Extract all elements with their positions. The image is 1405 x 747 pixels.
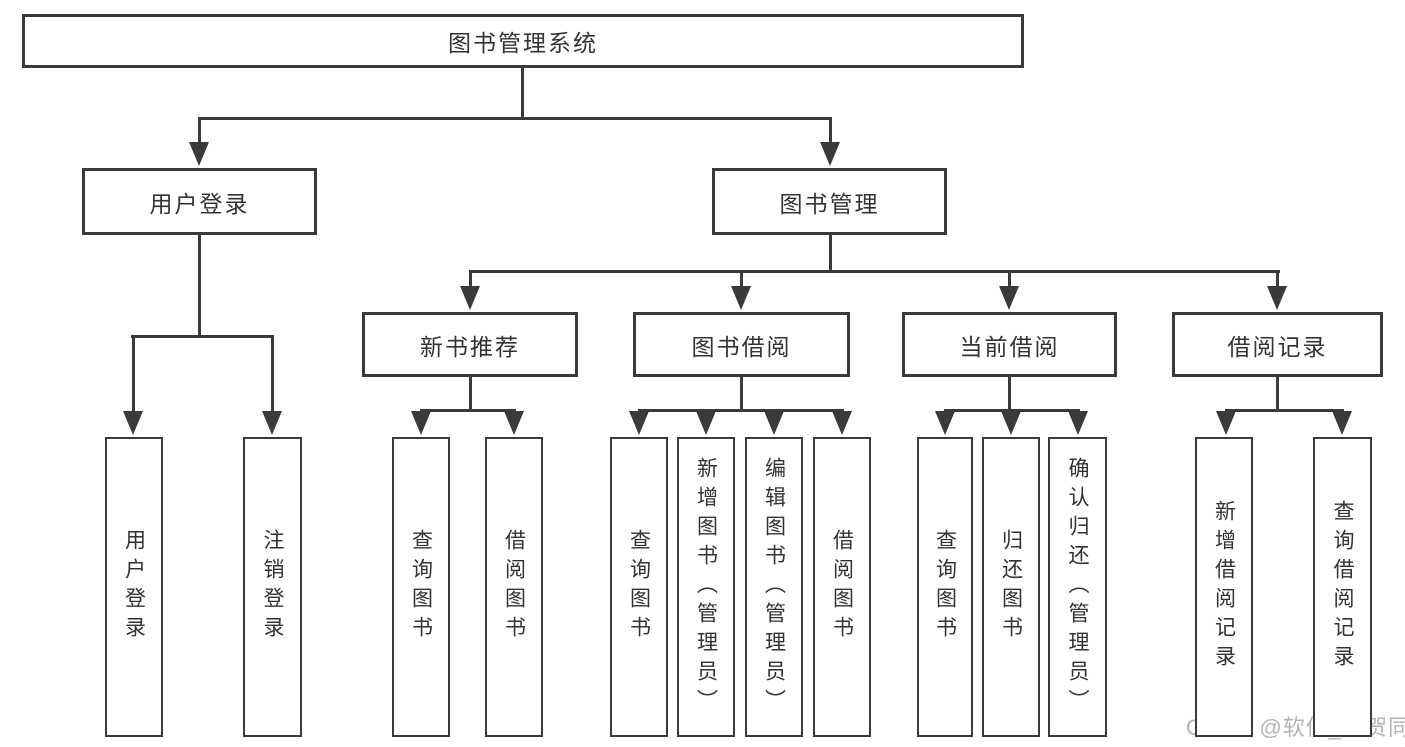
node-root: 图书管理系统 <box>22 14 1024 68</box>
connector-arrow-line <box>739 271 743 292</box>
connector-line <box>198 117 832 120</box>
node-leaf-query-borrow-record: 查询借阅记录 <box>1313 437 1372 737</box>
arrowhead-icon <box>1267 286 1287 310</box>
node-label-new-book-rec: 新书推荐 <box>420 333 520 360</box>
connector-arrow-line <box>828 118 832 148</box>
node-label-leaf-user-login: 用户登录 <box>122 529 146 645</box>
connector-line <box>420 409 516 412</box>
node-label-leaf-return-books: 归还图书 <box>999 529 1023 645</box>
connector-line <box>131 335 274 338</box>
node-borrow-records: 借阅记录 <box>1172 312 1383 377</box>
node-label-book-mgmt-group: 图书管理 <box>779 190 880 217</box>
arrowhead-icon <box>262 411 282 435</box>
node-leaf-borrow-books-2: 借阅图书 <box>813 437 871 737</box>
node-leaf-logout: 注销登录 <box>243 437 302 737</box>
node-label-leaf-borrow-books-1: 借阅图书 <box>502 529 526 645</box>
node-label-book-borrow: 图书借阅 <box>691 333 792 360</box>
node-book-mgmt-group: 图书管理 <box>712 168 947 235</box>
node-leaf-return-books: 归还图书 <box>982 437 1040 737</box>
node-label-root: 图书管理系统 <box>448 30 598 56</box>
arrowhead-icon <box>731 286 751 310</box>
connector-arrow-line <box>270 336 274 417</box>
node-label-leaf-edit-books: 编辑图书（管理员） <box>762 456 786 718</box>
node-leaf-query-books-2: 查询图书 <box>610 437 668 737</box>
connector-line <box>1225 409 1344 412</box>
node-label-leaf-query-books-3: 查询图书 <box>933 529 957 645</box>
node-leaf-confirm-return: 确认归还（管理员） <box>1048 437 1107 737</box>
arrowhead-icon <box>999 286 1019 310</box>
arrowhead-icon <box>460 286 480 310</box>
arrowhead-icon <box>764 411 784 435</box>
node-label-borrow-records: 借阅记录 <box>1227 333 1328 360</box>
connector-line <box>1276 377 1279 411</box>
connector-arrow-line <box>131 336 135 417</box>
node-leaf-add-borrow-record: 新增借阅记录 <box>1195 437 1253 737</box>
node-new-book-rec: 新书推荐 <box>362 312 578 377</box>
arrowhead-icon <box>411 411 431 435</box>
arrowhead-icon <box>504 411 524 435</box>
connector-line <box>740 377 743 411</box>
arrowhead-icon <box>1001 411 1021 435</box>
connector-line <box>198 235 201 337</box>
node-leaf-add-books: 新增图书（管理员） <box>677 437 735 737</box>
node-book-borrow: 图书借阅 <box>633 312 850 377</box>
arrowhead-icon <box>935 411 955 435</box>
arrowhead-icon <box>1068 411 1088 435</box>
arrowhead-icon <box>629 411 649 435</box>
arrowhead-icon <box>696 411 716 435</box>
node-label-current-borrow: 当前借阅 <box>959 333 1060 360</box>
connector-line <box>469 377 472 412</box>
arrowhead-icon <box>1216 411 1236 435</box>
node-label-leaf-logout: 注销登录 <box>261 529 284 645</box>
arrowhead-icon <box>189 142 209 166</box>
arrowhead-icon <box>832 411 852 435</box>
node-leaf-query-books-1: 查询图书 <box>392 437 450 737</box>
connector-arrow-line <box>468 271 472 292</box>
node-leaf-query-books-3: 查询图书 <box>917 437 973 737</box>
connector-arrow-line <box>1007 271 1011 292</box>
node-label-leaf-confirm-return: 确认归还（管理员） <box>1066 456 1089 718</box>
arrowhead-icon <box>123 411 143 435</box>
node-label-leaf-query-books-2: 查询图书 <box>627 529 651 645</box>
connector-line <box>638 409 844 412</box>
connector-arrow-line <box>1275 271 1279 292</box>
node-label-user-login-group: 用户登录 <box>149 190 250 217</box>
node-leaf-edit-books: 编辑图书（管理员） <box>745 437 803 737</box>
connector-arrow-line <box>197 118 201 148</box>
connector-line <box>1008 377 1011 411</box>
node-user-login-group: 用户登录 <box>82 168 317 235</box>
node-leaf-borrow-books-1: 借阅图书 <box>485 437 543 737</box>
node-label-leaf-borrow-books-2: 借阅图书 <box>830 529 854 645</box>
connector-line <box>469 270 1280 273</box>
node-leaf-user-login: 用户登录 <box>105 437 163 737</box>
node-label-leaf-add-borrow-record: 新增借阅记录 <box>1212 500 1236 674</box>
node-label-leaf-query-borrow-record: 查询借阅记录 <box>1331 500 1354 674</box>
node-label-leaf-add-books: 新增图书（管理员） <box>694 456 718 718</box>
node-current-borrow: 当前借阅 <box>902 312 1117 377</box>
arrowhead-icon <box>820 142 840 166</box>
node-label-leaf-query-books-1: 查询图书 <box>409 529 433 645</box>
connector-line <box>829 235 832 272</box>
arrowhead-icon <box>1332 411 1352 435</box>
connector-line <box>521 67 524 119</box>
